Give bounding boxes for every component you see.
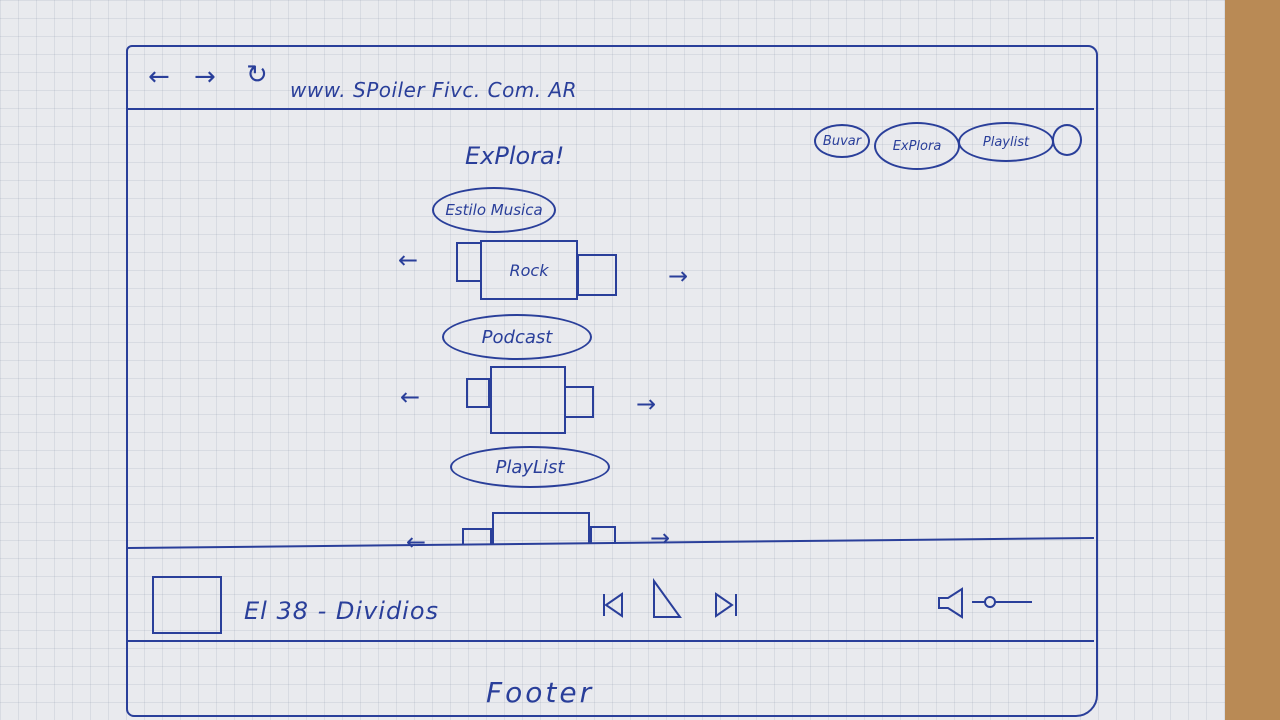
section-estilo-musica-pill[interactable]: Estilo Musica	[432, 187, 556, 233]
now-playing-thumbnail	[152, 576, 222, 634]
carousel-prev-icon[interactable]: ←	[406, 528, 427, 556]
nav-playlist-label: Playlist	[982, 134, 1030, 150]
carousel-prev-icon[interactable]: ←	[400, 383, 421, 411]
address-bar-divider	[128, 108, 1094, 110]
section-estilo-musica-label: Estilo Musica	[445, 201, 543, 219]
footer-label: Footer	[486, 676, 595, 709]
nav-explora-label: ExPlora	[892, 138, 942, 154]
page-title: ExPlora!	[465, 142, 565, 170]
user-avatar[interactable]	[1052, 124, 1082, 156]
prev-track-icon[interactable]	[600, 590, 626, 620]
carousel-next-icon[interactable]: →	[668, 262, 689, 290]
section-podcast-label: Podcast	[481, 326, 553, 348]
section-podcast-pill[interactable]: Podcast	[442, 314, 592, 360]
nav-playlist-button[interactable]: Playlist	[958, 122, 1054, 162]
footer-divider	[128, 640, 1094, 642]
volume-slider[interactable]	[970, 594, 1036, 610]
carousel-card-right[interactable]	[590, 526, 616, 544]
nav-buscar-label: Buvar	[822, 133, 862, 149]
carousel-card-rock[interactable]: Rock	[480, 240, 578, 300]
section-playlist-label: PlayList	[495, 456, 565, 478]
play-icon[interactable]	[646, 578, 684, 620]
nav-explora-button[interactable]: ExPlora	[874, 122, 960, 170]
carousel-card-center[interactable]	[492, 512, 590, 544]
carousel-prev-icon[interactable]: ←	[398, 246, 419, 274]
carousel-next-icon[interactable]: →	[650, 524, 671, 552]
section-playlist-pill[interactable]: PlayList	[450, 446, 610, 488]
nav-buscar-button[interactable]: Buvar	[814, 124, 870, 158]
carousel-card-left[interactable]	[456, 242, 482, 282]
now-playing-title: El 38 - Dividios	[244, 597, 440, 625]
speaker-icon[interactable]	[936, 586, 966, 620]
refresh-icon[interactable]: ↻	[246, 60, 268, 90]
carousel-card-right[interactable]	[577, 254, 617, 296]
forward-arrow-icon[interactable]: →	[194, 62, 216, 92]
url-field[interactable]: www. SPoiler Fivc. Com. AR	[290, 78, 578, 102]
browser-window	[126, 45, 1098, 717]
carousel-card-center[interactable]	[490, 366, 566, 434]
next-track-icon[interactable]	[712, 590, 740, 620]
carousel-card-left[interactable]	[462, 528, 492, 544]
card-rock-label: Rock	[509, 260, 549, 280]
paper-sheet	[0, 0, 1225, 720]
back-arrow-icon[interactable]: ←	[148, 62, 170, 92]
carousel-card-left[interactable]	[466, 378, 490, 408]
carousel-card-right[interactable]	[564, 386, 594, 418]
carousel-next-icon[interactable]: →	[636, 390, 657, 418]
